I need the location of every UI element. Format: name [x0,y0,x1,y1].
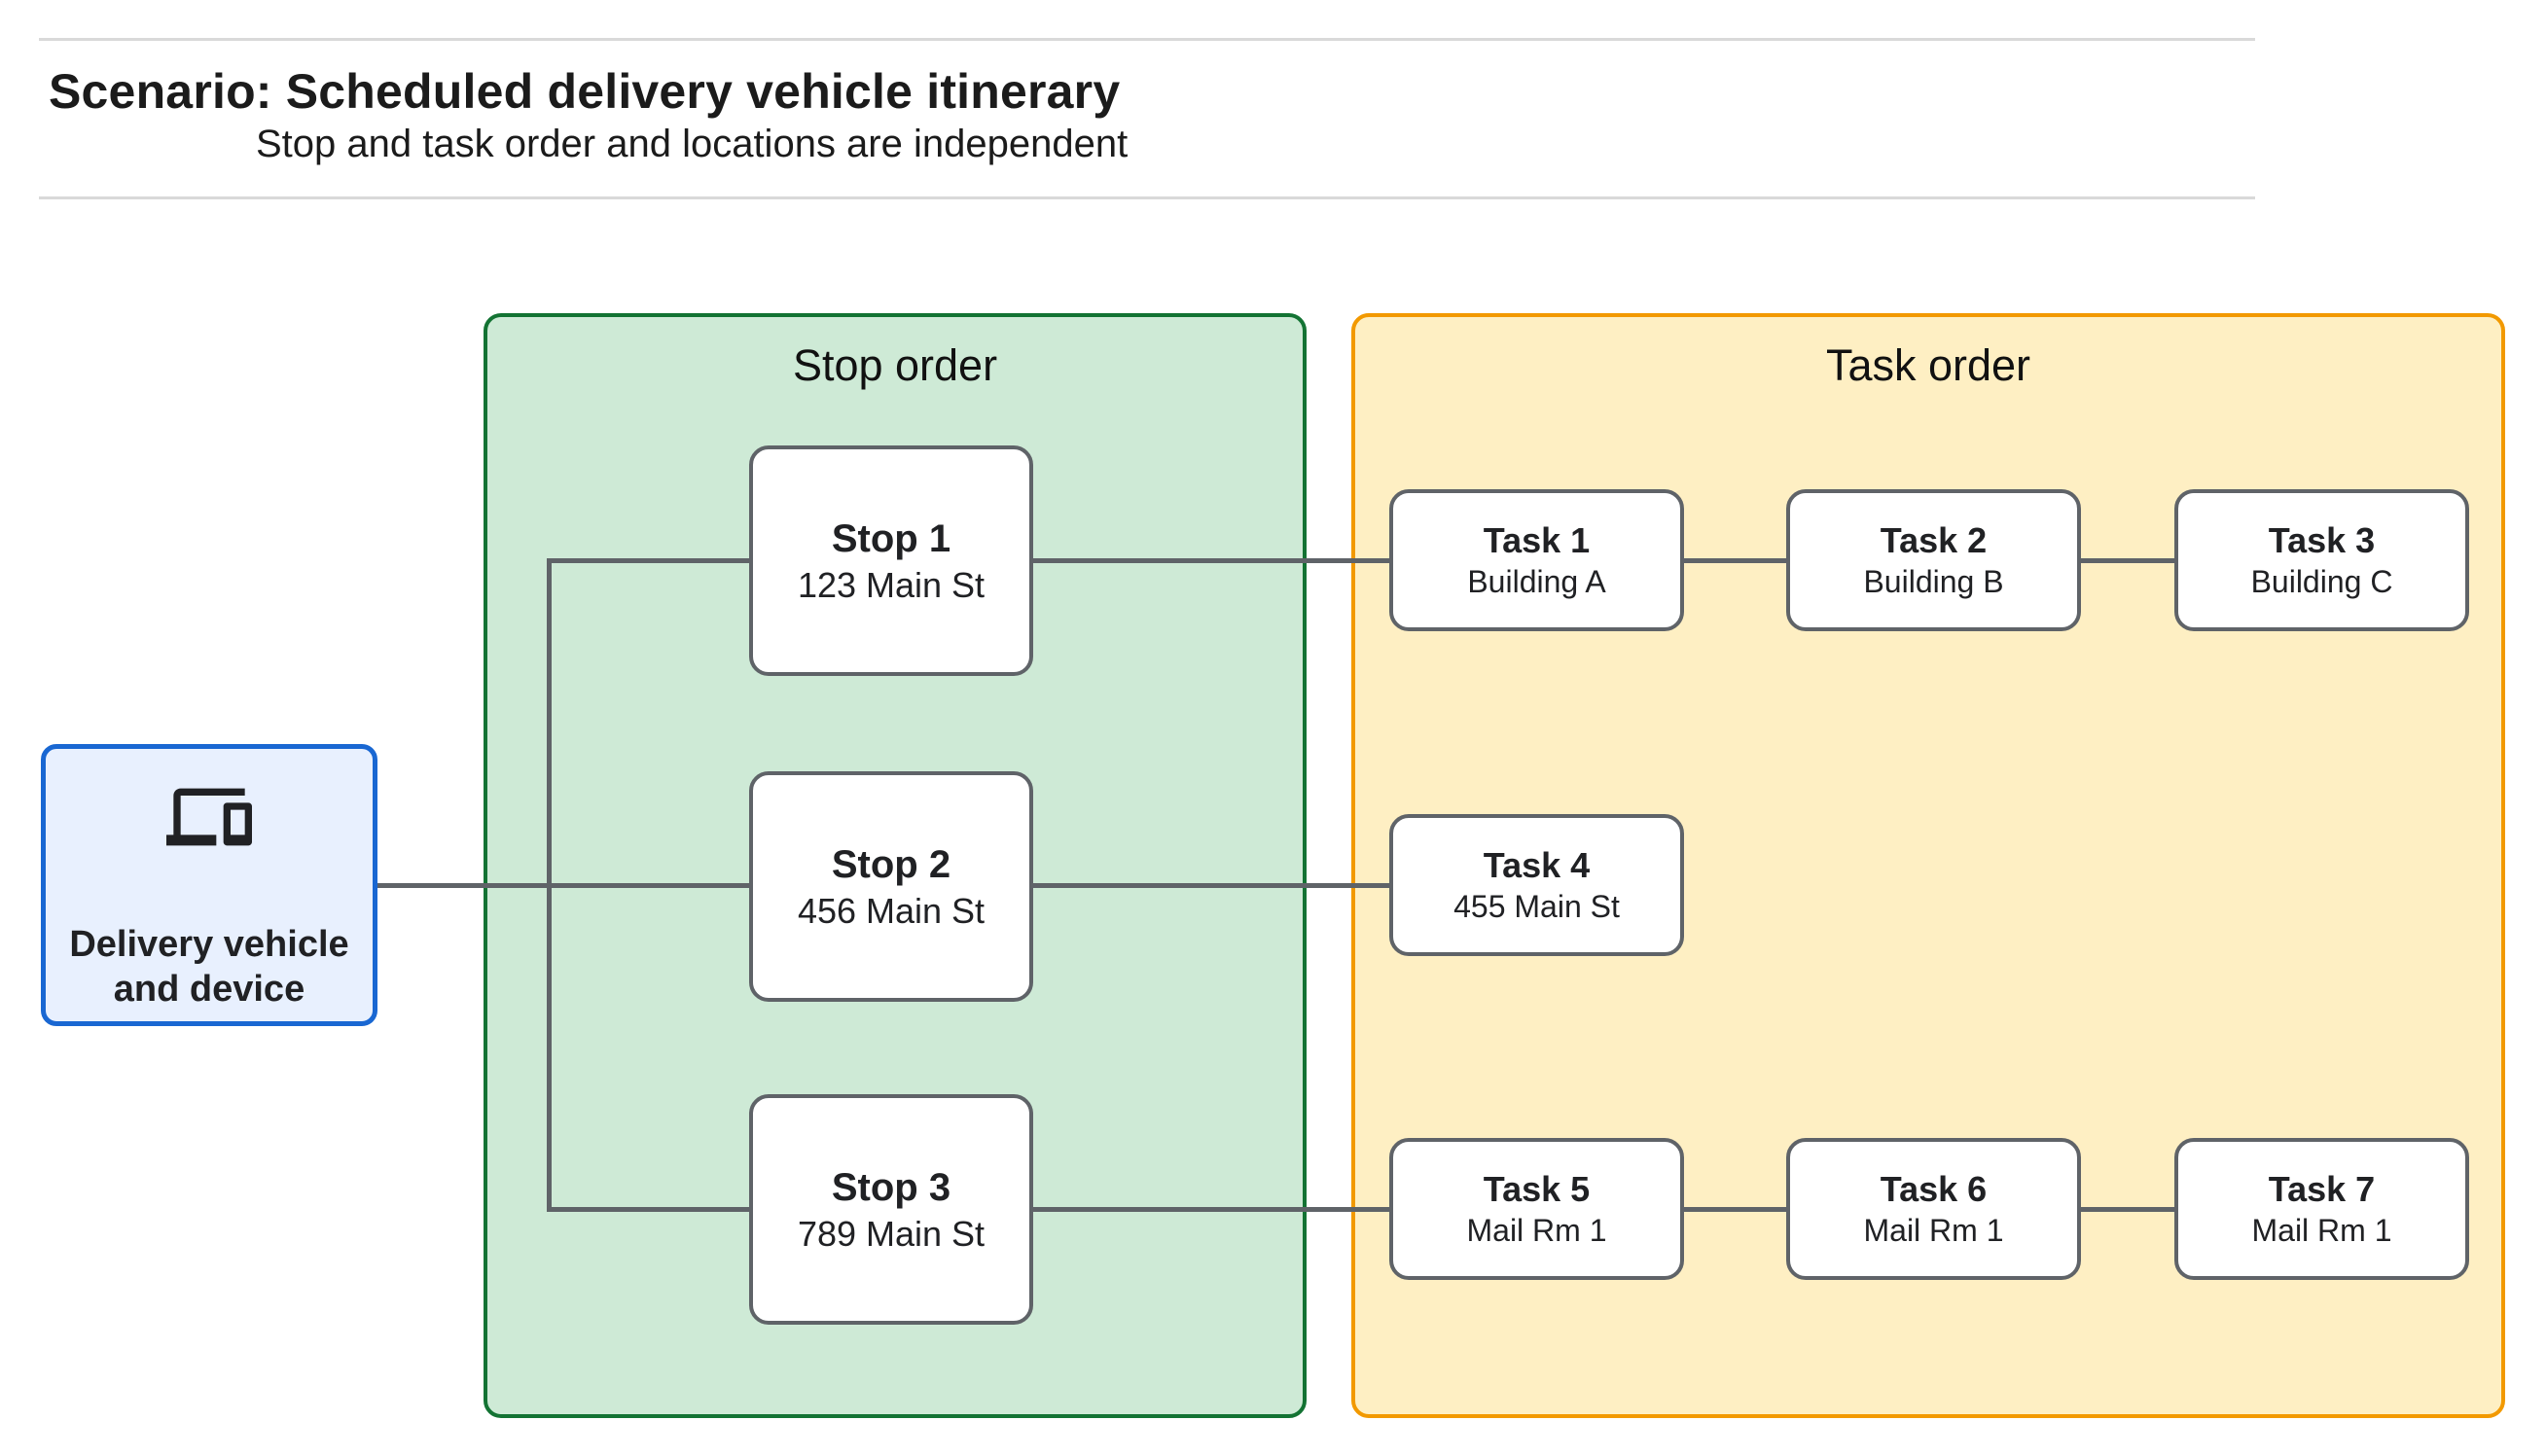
stop-name: Stop 3 [831,1165,951,1209]
stop-location: 123 Main St [797,564,986,605]
task-location: Building A [1467,564,1606,599]
connector-task2-to-task3 [2081,558,2174,563]
task-location: 455 Main St [1453,889,1620,924]
task-location: Building B [1863,564,2004,599]
connector-trunk-to-stop3 [547,1207,749,1212]
task-node-6: Task 6 Mail Rm 1 [1786,1138,2081,1280]
task-name: Task 6 [1880,1169,1988,1209]
connector-task5-to-task6 [1684,1207,1786,1212]
task-node-7: Task 7 Mail Rm 1 [2174,1138,2469,1280]
page-subtitle: Stop and task order and locations are in… [256,123,1129,165]
task-name: Task 5 [1483,1169,1591,1209]
page-title: Scenario: Scheduled delivery vehicle iti… [49,64,1121,119]
connector-task1-to-task2 [1684,558,1786,563]
task-node-4: Task 4 455 Main St [1389,814,1684,956]
stop-node-3: Stop 3 789 Main St [749,1094,1033,1325]
task-node-3: Task 3 Building C [2174,489,2469,631]
task-location: Mail Rm 1 [1863,1213,2004,1248]
task-node-2: Task 2 Building B [1786,489,2081,631]
bottom-divider [39,196,2255,199]
top-divider [39,38,2255,41]
connector-trunk-vertical [547,558,552,1212]
stop-node-1: Stop 1 123 Main St [749,445,1033,676]
stop-node-2: Stop 2 456 Main St [749,771,1033,1002]
task-name: Task 2 [1880,520,1988,560]
connector-task6-to-task7 [2081,1207,2174,1212]
task-name: Task 4 [1483,845,1591,885]
stop-order-panel-title: Stop order [792,340,998,390]
connector-vehicle-to-stop2 [377,883,751,888]
delivery-vehicle-node: Delivery vehicle and device [41,744,377,1026]
connector-stop3-to-task5 [1033,1207,1389,1212]
task-order-panel-title: Task order [1825,340,2031,390]
task-name: Task 7 [2268,1169,2376,1209]
connector-stop1-to-task1 [1033,558,1389,563]
stop-location: 789 Main St [797,1213,986,1254]
devices-icon [166,788,252,846]
task-location: Building C [2250,564,2393,599]
task-name: Task 1 [1483,520,1591,560]
connector-stop2-to-task4 [1033,883,1389,888]
task-location: Mail Rm 1 [2251,1213,2392,1248]
stop-location: 456 Main St [797,890,986,931]
delivery-vehicle-label: Delivery vehicle and device [69,924,349,1010]
stop-name: Stop 2 [831,842,951,886]
task-node-5: Task 5 Mail Rm 1 [1389,1138,1684,1280]
task-location: Mail Rm 1 [1466,1213,1607,1248]
stop-name: Stop 1 [831,516,951,560]
task-node-1: Task 1 Building A [1389,489,1684,631]
connector-trunk-to-stop1 [547,558,749,563]
task-name: Task 3 [2268,520,2376,560]
